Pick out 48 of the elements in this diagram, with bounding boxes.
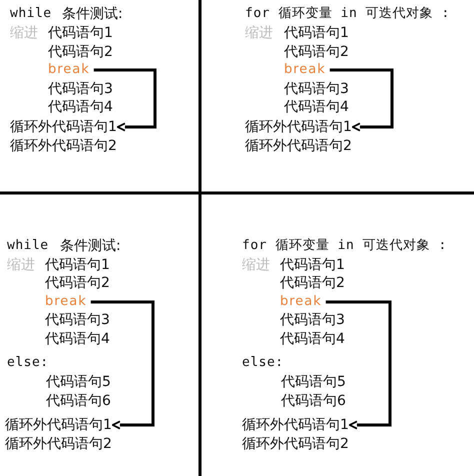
code-text: 代码语句3 bbox=[45, 311, 110, 329]
code-text: for 循环变量 in 可迭代对象 : bbox=[245, 5, 450, 23]
code-text: 循环外代码语句2 bbox=[245, 137, 352, 155]
code-text: 循环外代码语句1 bbox=[242, 416, 349, 434]
code-text: 条件测试: bbox=[60, 237, 121, 255]
indent-note: 缩进 bbox=[242, 256, 270, 274]
code-text: 条件测试: bbox=[62, 5, 123, 23]
code-text: 循环外代码语句2 bbox=[5, 435, 112, 453]
indent-note: 缩进 bbox=[245, 24, 273, 42]
code-text: 代码语句2 bbox=[284, 43, 349, 61]
code-text: 代码语句3 bbox=[280, 311, 345, 329]
code-text: while bbox=[7, 237, 49, 255]
arrow bbox=[330, 68, 394, 132]
code-text: 循环外代码语句1 bbox=[5, 416, 112, 434]
code-text: 循环外代码语句2 bbox=[242, 435, 349, 453]
code-text: 代码语句2 bbox=[45, 274, 110, 292]
code-text: 代码语句4 bbox=[284, 98, 349, 116]
code-text: 代码语句4 bbox=[45, 330, 110, 348]
code-text: 代码语句2 bbox=[280, 274, 345, 292]
code-text: 代码语句6 bbox=[281, 392, 346, 410]
code-text: else: bbox=[7, 354, 49, 372]
code-text: 代码语句5 bbox=[281, 373, 346, 391]
code-text: for 循环变量 in 可迭代对象 : bbox=[242, 237, 447, 255]
indent-note: 缩进 bbox=[10, 24, 38, 42]
code-text: 代码语句5 bbox=[46, 373, 111, 391]
break-keyword: break bbox=[284, 61, 326, 79]
indent-note: 缩进 bbox=[7, 256, 35, 274]
arrow bbox=[326, 300, 392, 430]
code-text: 代码语句4 bbox=[48, 98, 113, 116]
code-text: 代码语句1 bbox=[48, 24, 113, 42]
code-text: 代码语句2 bbox=[48, 43, 113, 61]
code-text: 代码语句1 bbox=[45, 256, 110, 274]
code-text: 代码语句4 bbox=[280, 330, 345, 348]
code-text: 循环外代码语句1 bbox=[245, 118, 352, 136]
break-keyword: break bbox=[280, 293, 322, 311]
code-text: 代码语句3 bbox=[48, 80, 113, 98]
arrow bbox=[90, 300, 154, 430]
code-text: 代码语句1 bbox=[284, 24, 349, 42]
code-text: 代码语句1 bbox=[280, 256, 345, 274]
arrow bbox=[94, 68, 156, 132]
break-keyword: break bbox=[45, 293, 87, 311]
code-text: 循环外代码语句1 bbox=[10, 118, 117, 136]
code-text: 代码语句3 bbox=[284, 80, 349, 98]
code-text: 代码语句6 bbox=[46, 392, 111, 410]
code-text: while bbox=[10, 5, 52, 23]
break-keyword: break bbox=[48, 61, 90, 79]
code-text: else: bbox=[242, 354, 284, 372]
code-text: 循环外代码语句2 bbox=[10, 137, 117, 155]
